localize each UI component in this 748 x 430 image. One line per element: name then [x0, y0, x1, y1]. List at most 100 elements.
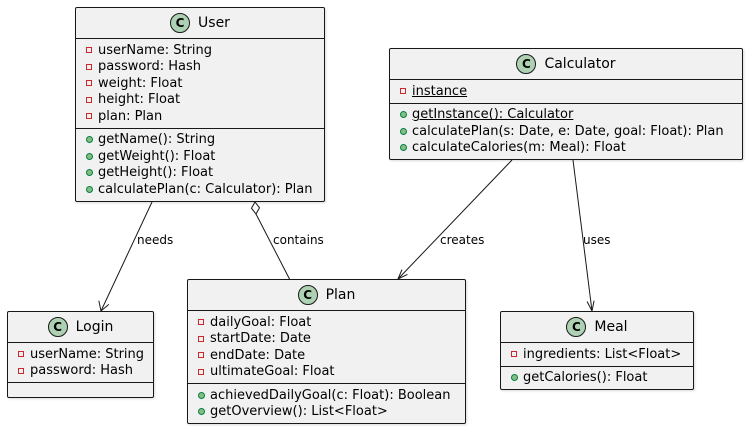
member-text: password: Hash	[30, 363, 133, 379]
class-fields-section: ingredients: List<Float>	[501, 343, 693, 367]
public-visibility-icon	[196, 408, 206, 416]
class-field: password: Hash	[16, 363, 153, 380]
class-stereotype-icon: C	[297, 285, 318, 305]
class-method: getCalories(): Float	[509, 370, 693, 387]
private-visibility-icon	[16, 351, 26, 358]
public-visibility-icon	[509, 374, 519, 382]
member-text: endDate: Date	[210, 347, 306, 363]
class-header: C Meal	[501, 312, 693, 343]
class-header: C Plan	[188, 280, 465, 311]
class-name: User	[198, 15, 230, 31]
class-name: Plan	[325, 287, 356, 303]
private-visibility-icon	[196, 335, 206, 342]
public-visibility-icon	[398, 111, 408, 119]
class-name: Meal	[594, 319, 628, 335]
class-methods-section	[8, 383, 153, 397]
class-field: endDate: Date	[196, 347, 465, 364]
class-field: ultimateGoal: Float	[196, 364, 465, 381]
private-visibility-icon	[196, 368, 206, 375]
member-text: plan: Plan	[98, 108, 163, 124]
class-field: ingredients: List<Float>	[509, 346, 693, 363]
label-needs: needs	[137, 233, 174, 247]
class-field: startDate: Date	[196, 331, 465, 348]
public-visibility-icon	[84, 136, 94, 144]
public-visibility-icon	[84, 185, 94, 193]
class-field: dailyGoal: Float	[196, 314, 465, 331]
public-visibility-icon	[398, 127, 408, 135]
public-visibility-icon	[398, 144, 408, 152]
member-text: calculatePlan(c: Calculator): Plan	[98, 181, 313, 197]
member-text: instance	[412, 83, 468, 99]
public-visibility-icon	[196, 391, 206, 399]
member-text: weight: Float	[98, 75, 183, 91]
class-method: getInstance(): Calculator	[398, 107, 742, 124]
class-method: getWeight(): Float	[84, 148, 324, 165]
edge-contains	[255, 213, 291, 281]
member-text: userName: String	[98, 42, 213, 58]
member-text: dailyGoal: Float	[210, 314, 312, 330]
class-field: userName: String	[84, 42, 324, 59]
member-text: height: Float	[98, 92, 181, 108]
class-field: password: Hash	[84, 59, 324, 76]
private-visibility-icon	[509, 351, 519, 358]
member-text: calculateCalories(m: Meal): Float	[412, 140, 626, 156]
private-visibility-icon	[84, 80, 94, 87]
class-fields-section: instance	[390, 80, 742, 104]
member-text: getHeight(): Float	[98, 165, 214, 181]
class-field: userName: String	[16, 346, 153, 363]
member-text: startDate: Date	[210, 331, 311, 347]
class-method: getOverview(): List<Float>	[196, 404, 465, 421]
class-name: Login	[75, 319, 114, 335]
private-visibility-icon	[84, 63, 94, 70]
class-header: C Calculator	[390, 49, 742, 80]
private-visibility-icon	[196, 352, 206, 359]
private-visibility-icon	[84, 47, 94, 54]
private-visibility-icon	[16, 367, 26, 374]
member-text: getOverview(): List<Float>	[210, 404, 388, 420]
class-method: calculatePlan(s: Date, e: Date, goal: Fl…	[398, 123, 742, 140]
class-method: achievedDailyGoal(c: Float): Boolean	[196, 387, 465, 404]
class-method: calculatePlan(c: Calculator): Plan	[84, 181, 324, 198]
class-field: weight: Float	[84, 75, 324, 92]
class-method: getName(): String	[84, 132, 324, 149]
class-method: calculateCalories(m: Meal): Float	[398, 140, 742, 157]
public-visibility-icon	[84, 152, 94, 160]
class-field: plan: Plan	[84, 108, 324, 125]
label-creates: creates	[440, 233, 485, 247]
label-uses: uses	[583, 233, 611, 247]
class-stereotype-icon: C	[170, 13, 191, 33]
member-text: achievedDailyGoal(c: Float): Boolean	[210, 387, 451, 403]
edge-uses	[572, 159, 593, 312]
class-meal[interactable]: C Meal ingredients: List<Float> getCalories…	[500, 311, 694, 390]
class-calculator[interactable]: C Calculator instance getInstance(): Calcul…	[389, 48, 743, 160]
class-field: instance	[398, 83, 742, 100]
member-text: getWeight(): Float	[98, 148, 216, 164]
class-stereotype-icon: C	[566, 317, 587, 337]
class-methods-section: getCalories(): Float	[501, 367, 693, 390]
private-visibility-icon	[196, 319, 206, 326]
class-name: Calculator	[544, 56, 616, 72]
class-stereotype-icon: C	[516, 54, 537, 74]
member-text: password: Hash	[98, 59, 201, 75]
member-text: ingredients: List<Float>	[523, 346, 682, 362]
member-text: calculatePlan(s: Date, e: Date, goal: Fl…	[412, 123, 724, 139]
member-text: getInstance(): Calculator	[412, 107, 574, 123]
public-visibility-icon	[84, 169, 94, 177]
edge-creates	[397, 159, 513, 280]
member-text: userName: String	[30, 346, 145, 362]
private-visibility-icon	[398, 88, 408, 95]
label-contains: contains	[273, 233, 324, 247]
member-text: getName(): String	[98, 132, 216, 148]
private-visibility-icon	[84, 96, 94, 103]
edge-needs	[100, 201, 153, 312]
